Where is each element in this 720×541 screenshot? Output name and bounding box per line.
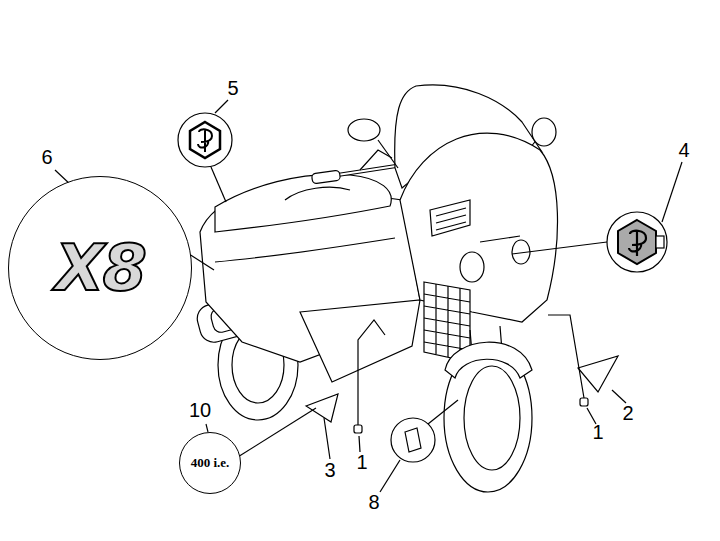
decal-text: 400 i.e. bbox=[191, 455, 230, 471]
logo-text: X8 bbox=[55, 231, 145, 305]
callout-circle: 400 i.e. bbox=[179, 432, 241, 494]
callout-number: 5 bbox=[227, 78, 238, 98]
callout-number: 1 bbox=[356, 452, 367, 472]
callout-number: 6 bbox=[41, 147, 52, 167]
logo-callout-circle: X8 bbox=[8, 176, 192, 360]
callout-number: 4 bbox=[678, 140, 689, 160]
callout-number: 2 bbox=[622, 403, 633, 423]
callout-number: 10 bbox=[189, 400, 211, 420]
callout-number: 1 bbox=[592, 422, 603, 442]
callout-number: 3 bbox=[324, 460, 335, 480]
callout-number: 8 bbox=[368, 492, 379, 512]
